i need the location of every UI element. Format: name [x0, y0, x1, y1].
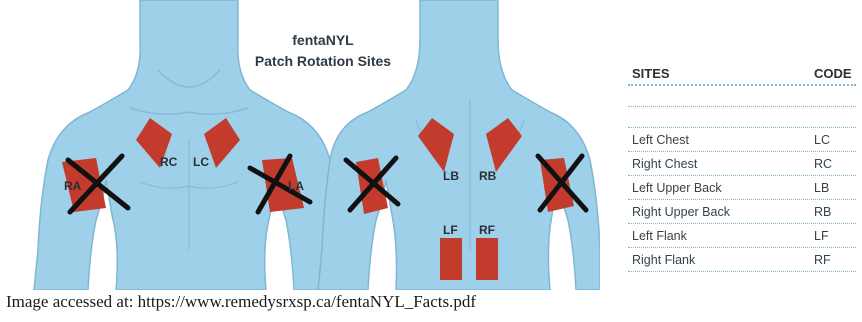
label-rc: RC [160, 155, 177, 169]
site-cell: Left Upper Back [632, 181, 722, 195]
sites-table: SITES CODE Left Chest LC Right Chest RC … [628, 62, 856, 272]
label-rf: RF [479, 223, 495, 237]
figure-subtitle: Patch Rotation Sites [228, 53, 418, 69]
table-row: Left Flank LF [628, 224, 856, 248]
table-row: Left Upper Back LB [628, 176, 856, 200]
code-cell: RC [814, 157, 832, 171]
label-ra: RA [64, 179, 81, 193]
label-lf: LF [443, 223, 458, 237]
table-blank-row [628, 86, 856, 107]
code-cell: RF [814, 253, 831, 267]
code-cell: RB [814, 205, 831, 219]
code-cell: LF [814, 229, 829, 243]
table-row: Right Upper Back RB [628, 200, 856, 224]
table-header: SITES CODE [628, 62, 856, 86]
code-cell: LB [814, 181, 829, 195]
site-cell: Right Upper Back [632, 205, 730, 219]
table-row: Right Flank RF [628, 248, 856, 272]
site-cell: Right Chest [632, 157, 697, 171]
label-la: LA [288, 179, 304, 193]
label-rb: RB [479, 169, 496, 183]
table-row: Left Chest LC [628, 128, 856, 152]
patch-left-flank [440, 238, 462, 280]
table-blank-row [628, 107, 856, 128]
patch-rotation-figure: fentaNYL Patch Rotation Sites RA RC LC L… [0, 0, 600, 290]
label-lb: LB [443, 169, 459, 183]
site-cell: Left Flank [632, 229, 687, 243]
image-source-caption: Image accessed at: https://www.remedysrx… [6, 292, 476, 312]
header-code: CODE [814, 66, 852, 81]
label-lc: LC [193, 155, 209, 169]
site-cell: Right Flank [632, 253, 695, 267]
site-cell: Left Chest [632, 133, 689, 147]
header-sites: SITES [632, 66, 670, 81]
figure-title: fentaNYL [228, 32, 418, 48]
code-cell: LC [814, 133, 830, 147]
patch-right-flank [476, 238, 498, 280]
table-row: Right Chest RC [628, 152, 856, 176]
